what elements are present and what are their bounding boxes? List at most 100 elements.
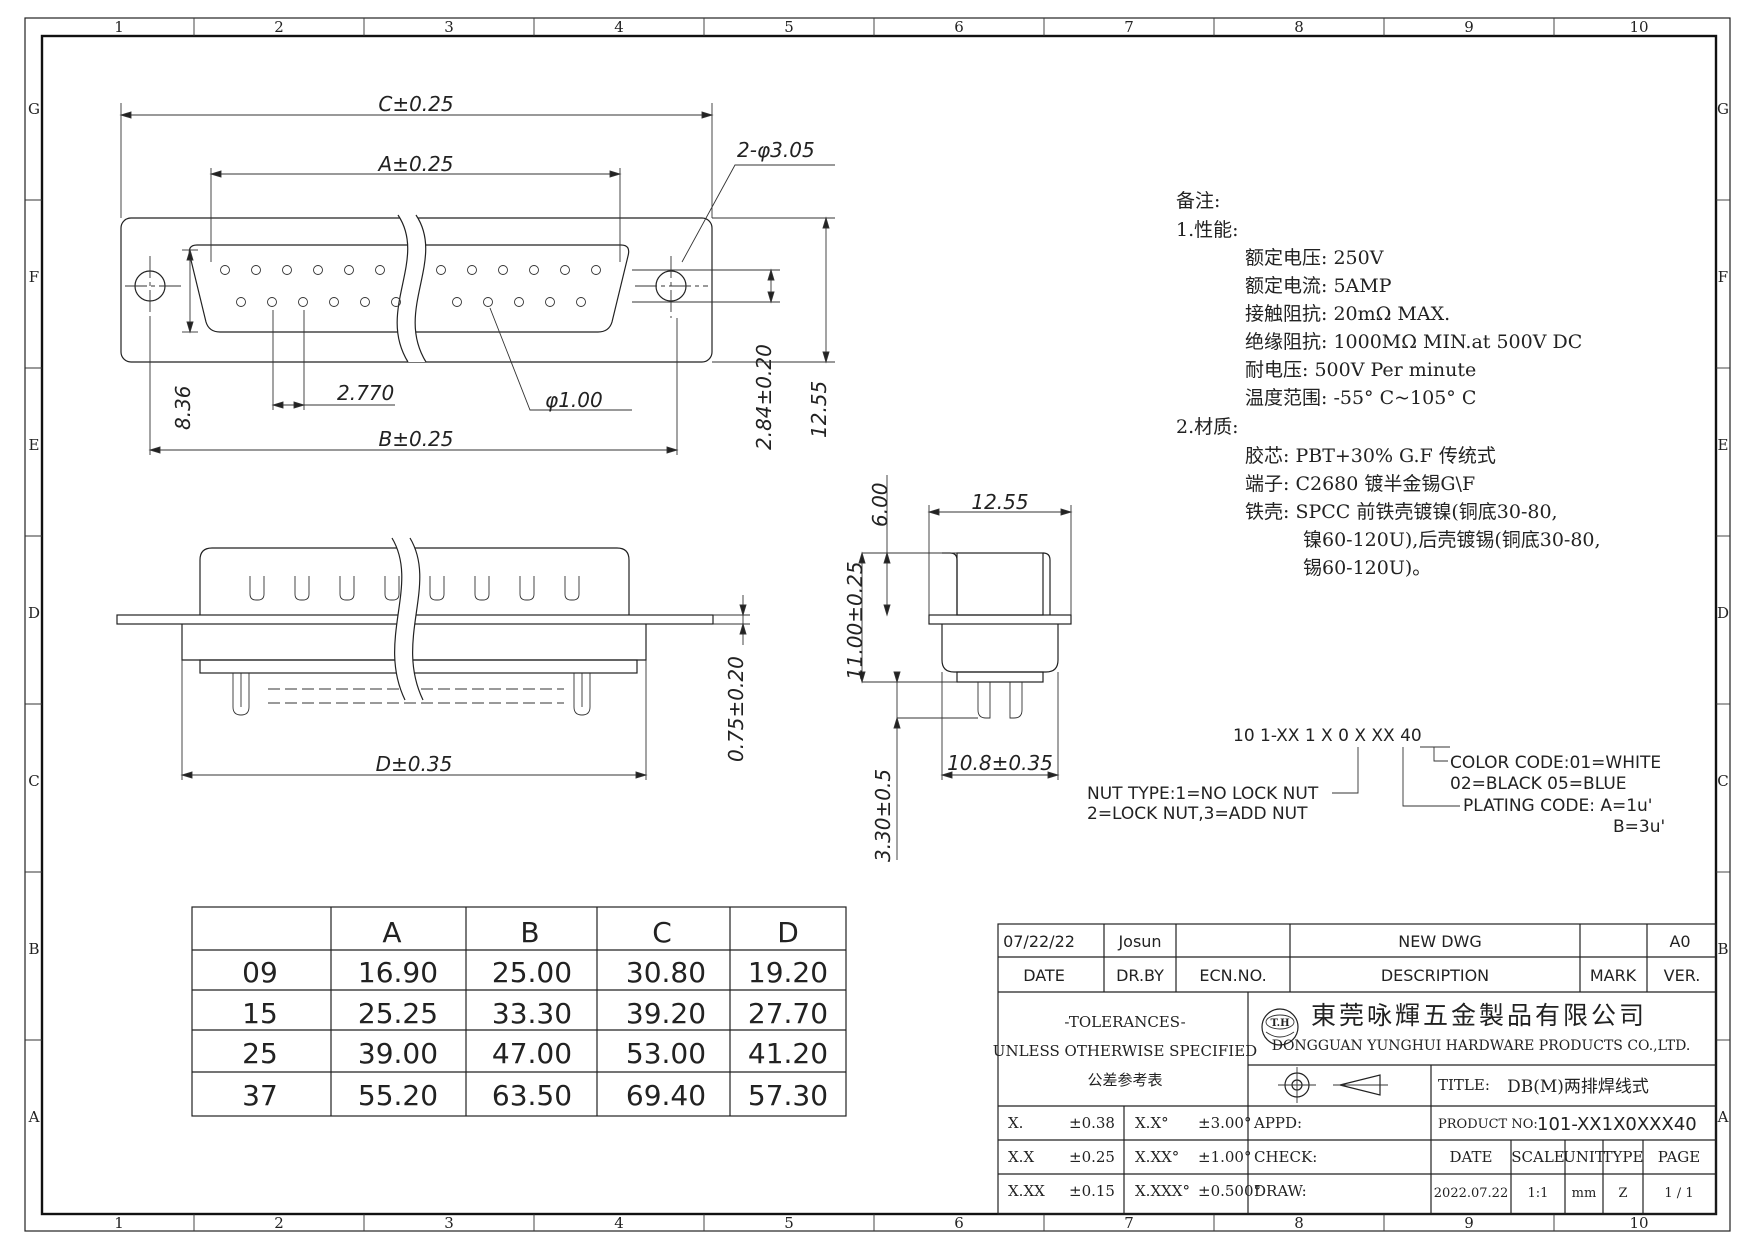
note-temperature-range: 温度范围: -55° C~105° C: [1245, 387, 1476, 409]
tol-format: X.: [1008, 1114, 1023, 1132]
dim-836-label: 8.36: [171, 385, 195, 430]
note-shell: 铁壳: SPCC 前铁壳镀镍(铜底30-80,: [1245, 501, 1558, 523]
zone-row-right: D: [1717, 604, 1729, 622]
tol-format: X.XX: [1008, 1182, 1045, 1200]
zone-col-bottom: 1: [114, 1214, 124, 1232]
zone-row-left: F: [29, 268, 39, 286]
dim-c: [119, 103, 714, 218]
table-cell: 57.30: [748, 1079, 828, 1112]
pin-contact: [391, 297, 401, 307]
pin-slot: [384, 576, 400, 601]
nut-type-line-1: NUT TYPE:1=NO LOCK NUT: [1087, 784, 1319, 804]
drawing-frame: 1 2 3 4 5 6 7 8 9 10 1 2 3 4 5 6 7 8 9 1…: [24, 17, 1731, 1232]
label-ecn: ECN.NO.: [1199, 966, 1266, 985]
dim-c-label: C±0.25: [378, 92, 453, 116]
zone-col-bottom: 9: [1464, 1214, 1474, 1232]
side-flange: [928, 614, 1072, 625]
info-header-unit: UNIT: [1563, 1148, 1605, 1166]
zone-row-left: D: [28, 604, 40, 622]
info-unit: mm: [1572, 1186, 1597, 1201]
table-cell: 41.20: [748, 1037, 828, 1070]
table-cell: 69.40: [626, 1079, 706, 1112]
zone-row-right: F: [1718, 268, 1728, 286]
zone-col-top: 7: [1124, 18, 1134, 36]
table-cell: 53.00: [626, 1037, 706, 1070]
info-header-scale: SCALE: [1511, 1148, 1565, 1166]
zone-row-right: A: [1717, 1108, 1729, 1126]
label-date: DATE: [1023, 966, 1065, 985]
table-cell: 19.20: [748, 956, 828, 989]
table-cell: 30.80: [626, 956, 706, 989]
tol-angle-format: X.XXX°: [1135, 1182, 1190, 1200]
table-cell: 47.00: [492, 1037, 572, 1070]
note-contact-resistance: 接触阻抗: 20mΩ MAX.: [1245, 303, 1450, 325]
pin-contact: [298, 297, 308, 307]
side-330-label: 3.30±0.5: [871, 769, 895, 862]
zone-col-top: 1: [114, 18, 124, 36]
pin-contact: [220, 265, 230, 275]
table-header-a: A: [382, 916, 401, 949]
info-date: 2022.07.22: [1434, 1186, 1508, 1201]
zone-col-bottom: 4: [614, 1214, 624, 1232]
zone-row-left: B: [28, 940, 39, 958]
zone-col-top: 5: [784, 18, 794, 36]
note-insulator: 胶芯: PBT+30% G.F 传统式: [1245, 445, 1496, 467]
notes-section-1: 1.性能:: [1176, 219, 1239, 241]
table-cell: 25.00: [492, 956, 572, 989]
nut-type-line-2: 2=LOCK NUT,3=ADD NUT: [1087, 804, 1308, 824]
pin-slot: [249, 576, 265, 601]
zone-row-right: C: [1717, 772, 1728, 790]
pin-contact: [267, 297, 277, 307]
side-shell-bottom: [941, 624, 1059, 673]
zone-col-bottom: 7: [1124, 1214, 1134, 1232]
company-name-cn: 東莞咏輝五金製品有限公司: [1311, 1001, 1647, 1030]
break-line: [396, 214, 427, 363]
pin-slot: [339, 576, 355, 601]
rev-version: A0: [1669, 932, 1690, 951]
side-view: 12.55 6.00 11.00±0.25 10.8±0.35 3.30±0.5: [843, 475, 1073, 862]
zone-row-right: E: [1718, 436, 1729, 454]
tolerance-subtitle: UNLESS OTHERWISE SPECIFIED: [993, 1042, 1257, 1060]
pin-contact: [560, 265, 570, 275]
part-code: 10 1-XX 1 X 0 X XX 40: [1233, 726, 1422, 746]
label-approved: APPD:: [1253, 1114, 1302, 1132]
tolerance-title: -TOLERANCES-: [1064, 1013, 1185, 1031]
side-width-label: 12.55: [971, 490, 1028, 514]
label-version: VER.: [1664, 966, 1701, 985]
side-1100-label: 11.00±0.25: [843, 561, 867, 680]
label-checked: CHECK:: [1254, 1148, 1317, 1166]
tol-angle-format: X.X°: [1135, 1114, 1169, 1132]
dim-d-label: D±0.35: [376, 752, 453, 776]
dim-pin-label: φ1.00: [545, 388, 603, 412]
table-cell: 33.30: [492, 997, 572, 1030]
pin-contact: [591, 265, 601, 275]
table-header-c: C: [652, 916, 672, 949]
label-title: TITLE:: [1438, 1076, 1490, 1094]
label-description: DESCRIPTION: [1381, 966, 1489, 985]
zone-col-bottom: 2: [274, 1214, 284, 1232]
zone-col-top: 6: [954, 18, 964, 36]
pin-contact: [452, 297, 462, 307]
zone-col-top: 3: [444, 18, 454, 36]
pin-contact: [467, 265, 477, 275]
side-shell-top: [956, 552, 1044, 616]
dim-075-label: 0.75±0.20: [724, 656, 748, 762]
front-view: C±0.25 A±0.25 2-φ3.05 8.36 2.770 φ1.00: [119, 92, 835, 455]
info-type: Z: [1618, 1186, 1627, 1201]
note-current: 额定电流: 5AMP: [1245, 275, 1392, 297]
dim-pitch-label: 2.770: [337, 381, 394, 405]
zone-col-top: 8: [1294, 18, 1304, 36]
logo-initials: T.H: [1270, 1018, 1289, 1029]
info-scale: 1:1: [1528, 1186, 1549, 1201]
zone-col-bottom: 8: [1294, 1214, 1304, 1232]
pin-contact: [483, 297, 493, 307]
pin-contact: [375, 265, 385, 275]
table-cell: 16.90: [358, 956, 438, 989]
insulator-base: [199, 659, 638, 674]
part-code-block: 10 1-XX 1 X 0 X XX 40 NUT TYPE:1=NO LOCK…: [1087, 726, 1665, 837]
dim-284-label: 2.84±0.20: [752, 344, 776, 450]
tol-angle-value: ±0.500°: [1198, 1182, 1261, 1200]
dim-b-label: B±0.25: [378, 427, 453, 451]
pin-slots: [249, 576, 580, 601]
